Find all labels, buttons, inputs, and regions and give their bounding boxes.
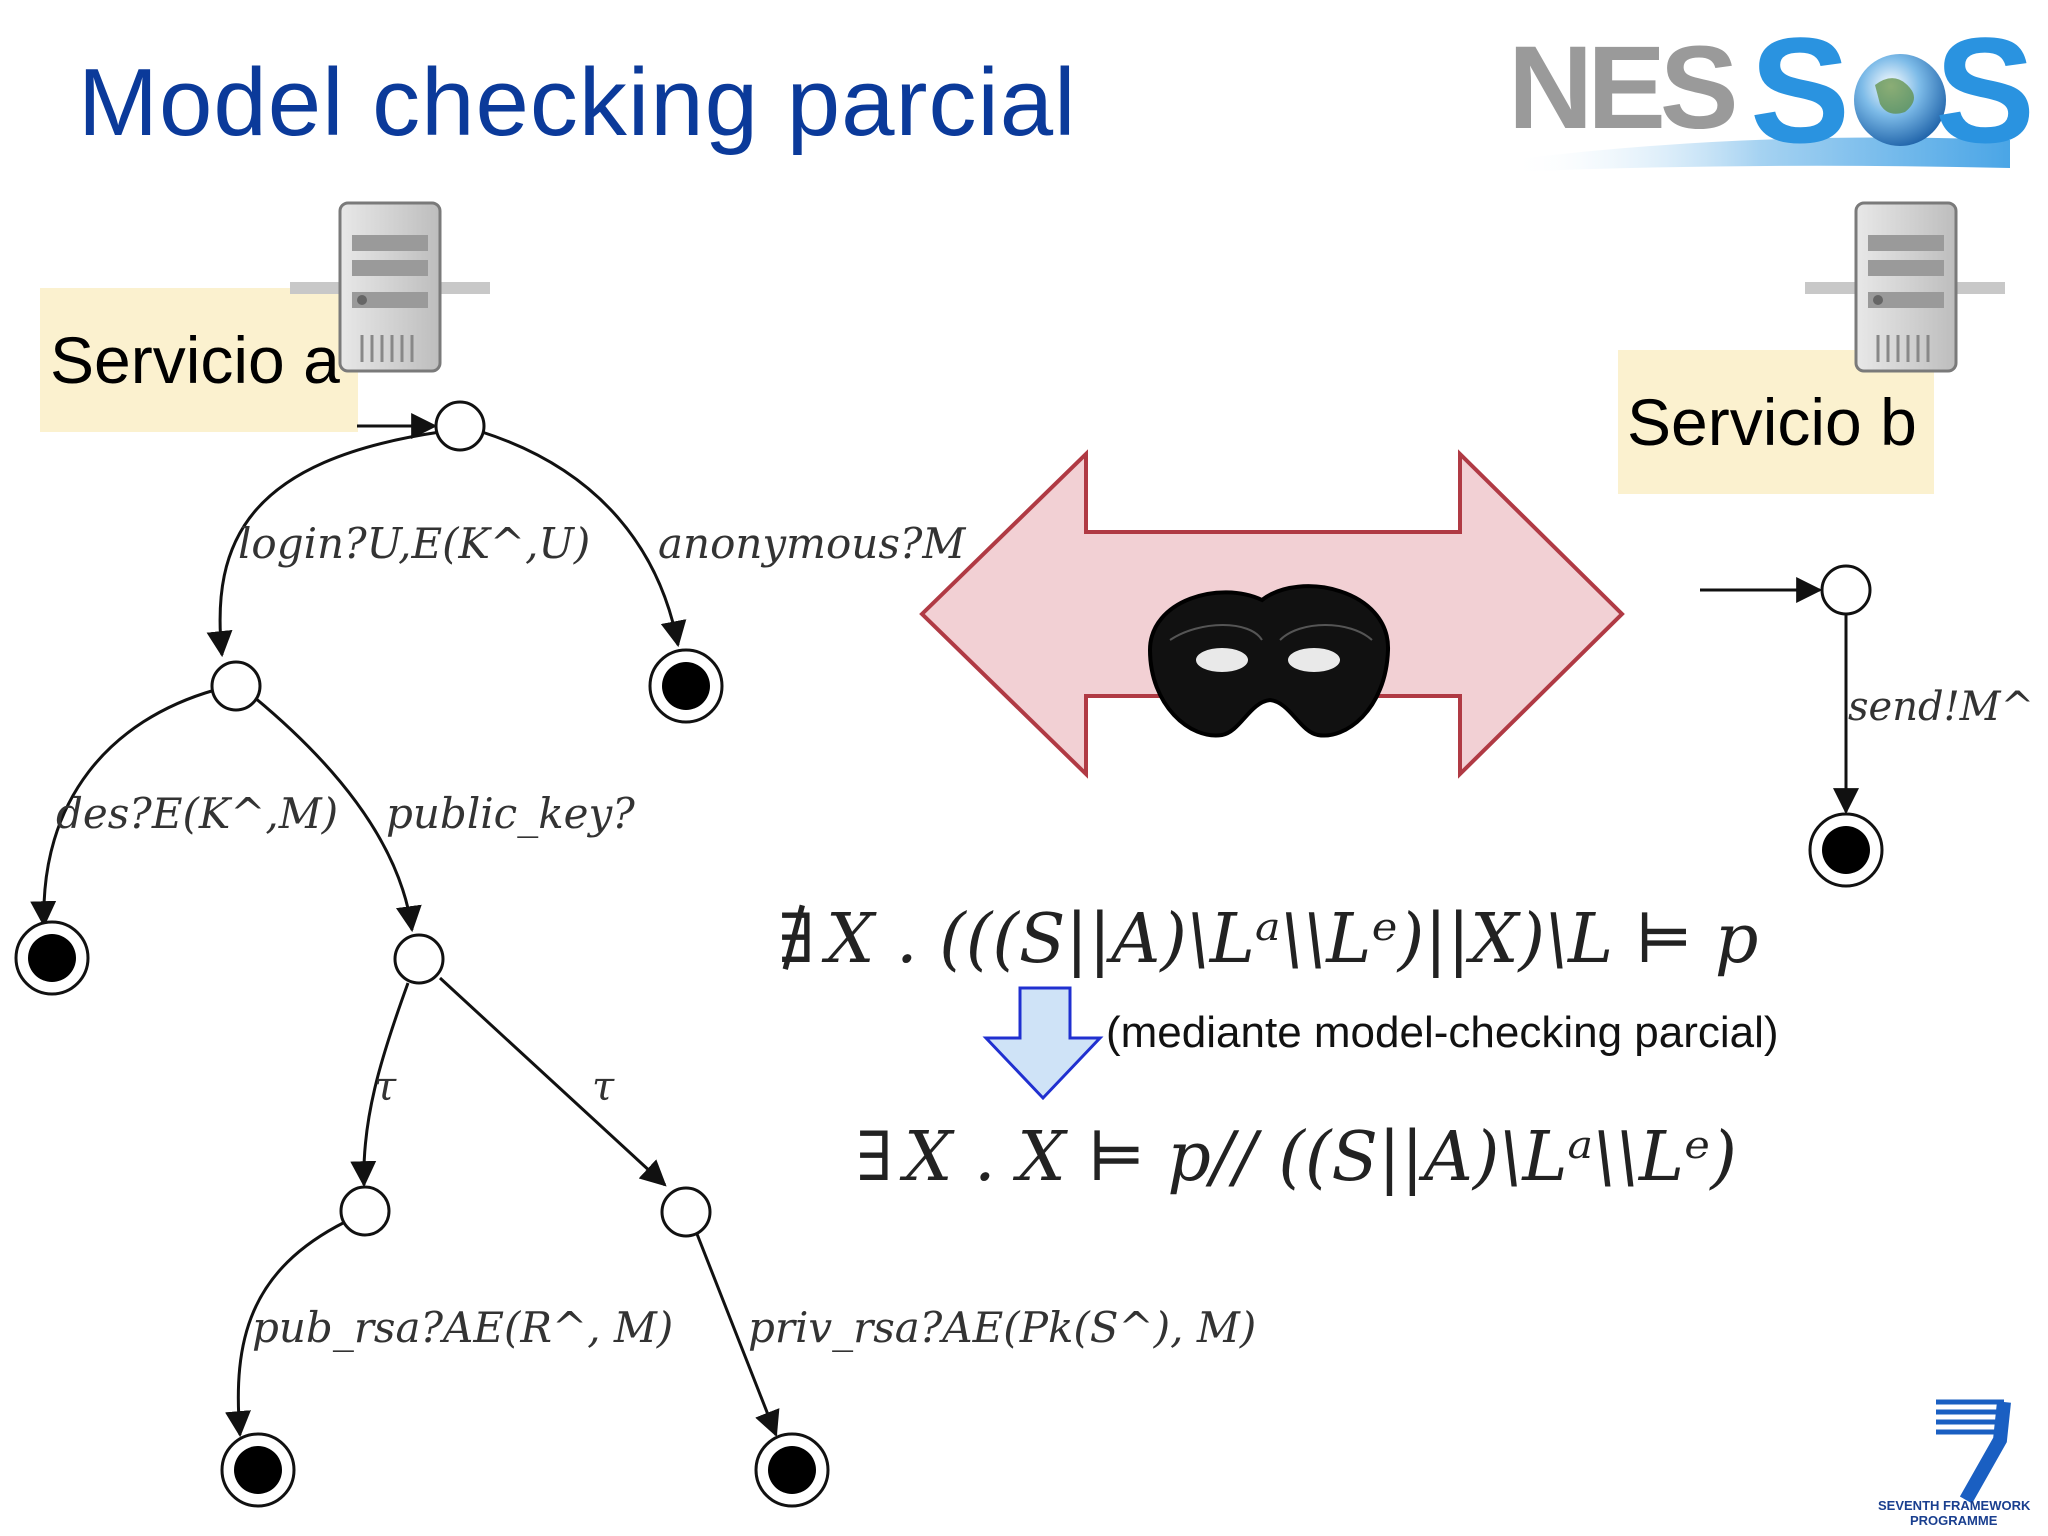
fp7-logo: SEVENTH FRAMEWORK PROGRAMME — [1878, 1399, 2031, 1528]
final-state-anonymous — [648, 648, 724, 724]
final-state-des — [14, 920, 90, 996]
formula-2: ∃ X . X ⊨ p// ((S||A)\Lᵃ\\Lᵉ) — [856, 1118, 1737, 1197]
mask-icon — [1147, 584, 1391, 738]
edge-public-key — [253, 695, 422, 933]
edge-priv-rsa — [695, 1233, 780, 1438]
edge-tau-right — [438, 976, 667, 1187]
edge-pub-rsa — [225, 1220, 346, 1438]
final-state-priv-rsa — [754, 1432, 830, 1508]
state-a1 — [210, 660, 262, 712]
state-a0 — [434, 400, 486, 452]
formula-1-quantifier: ∄ — [778, 900, 815, 979]
label-public-key: public_key? — [386, 789, 635, 838]
formula-1-body: X . (((S||A)\Lᵃ\\Lᵉ)||X)\L ⊨ p — [821, 900, 1758, 979]
state-a4 — [339, 1185, 391, 1237]
edge-anonymous — [481, 430, 687, 648]
formula-2-body: X . X ⊨ p// ((S||A)\Lᵃ\\Lᵉ) — [899, 1118, 1737, 1197]
slide-title: Model checking parcial — [78, 49, 1077, 156]
label-pub-rsa: pub_rsa?AE(R^, M) — [252, 1303, 673, 1352]
edge-login — [206, 430, 441, 658]
server-b-icon — [1805, 201, 2005, 373]
label-login: login?U,E(K^,U) — [238, 519, 590, 568]
label-priv-rsa: priv_rsa?AE(Pk(S^), M) — [748, 1303, 1256, 1352]
service-b-label: Servicio b — [1627, 385, 1917, 459]
formula-2-quantifier: ∃ — [856, 1118, 893, 1197]
fp7-text-line2: PROGRAMME — [1910, 1513, 1998, 1528]
final-state-send — [1808, 812, 1884, 888]
label-tau-left: τ — [374, 1064, 397, 1110]
label-send: send!M^ — [1848, 684, 2034, 730]
state-b0 — [1820, 564, 1872, 616]
state-a3 — [393, 933, 445, 985]
fp7-text-line1: SEVENTH FRAMEWORK — [1878, 1498, 2031, 1513]
label-tau-right: τ — [592, 1064, 615, 1110]
label-anonymous: anonymous?M — [658, 519, 966, 568]
server-a-icon — [290, 201, 490, 373]
down-arrow — [982, 986, 1104, 1101]
formula-1: ∄ X . (((S||A)\Lᵃ\\Lᵉ)||X)\L ⊨ p — [778, 900, 1758, 979]
service-a-label-box — [40, 288, 358, 432]
edge-tau-left — [350, 982, 410, 1188]
service-b-label-box — [1618, 350, 1934, 494]
arrow-caption: (mediante model-checking parcial) — [1106, 1008, 1779, 1057]
state-a5 — [660, 1186, 712, 1238]
final-state-pub-rsa — [220, 1432, 296, 1508]
edge-des — [30, 688, 216, 928]
label-des: des?E(K^,M) — [56, 789, 338, 838]
service-a-label: Servicio a — [50, 323, 340, 397]
